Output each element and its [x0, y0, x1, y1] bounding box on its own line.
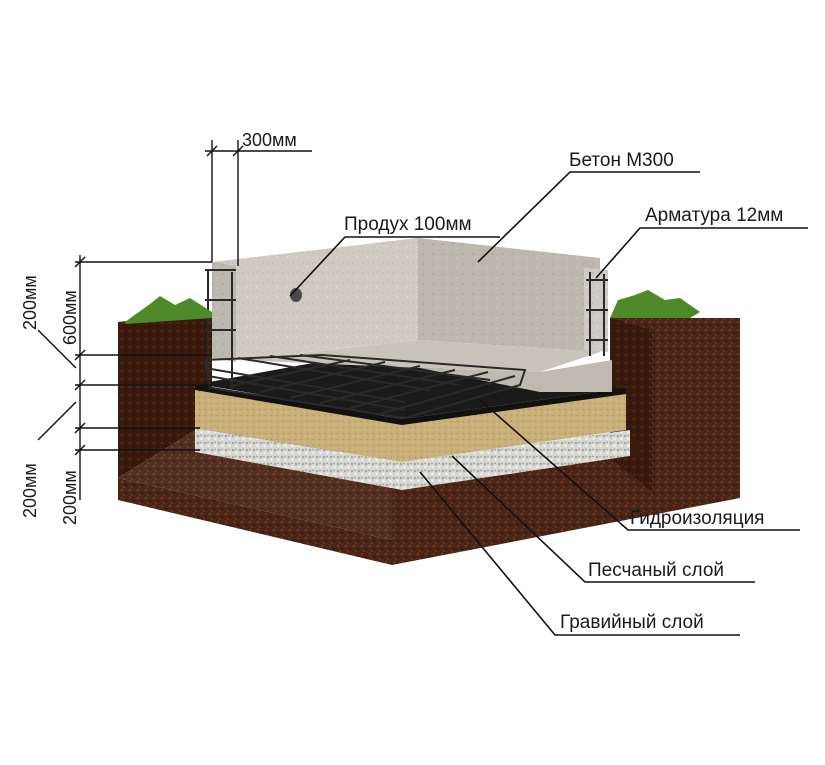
dim-wall-height: 600мм: [60, 290, 80, 345]
label-rebar: Арматура 12мм: [645, 205, 783, 226]
dim-layers-outer: 200мм: [20, 463, 40, 518]
soil-block: [118, 312, 740, 565]
label-concrete: Бетон М300: [569, 150, 674, 171]
grass: [125, 290, 700, 324]
label-sand-layer: Песчаный слой: [588, 560, 724, 581]
vent-hole: [290, 288, 302, 302]
dim-slab-outer: 200мм: [20, 275, 40, 330]
dim-wall-width: 300мм: [242, 130, 297, 150]
gravel-layer: [195, 428, 630, 490]
leader-lines: [289, 171, 808, 636]
concrete-walls: [212, 238, 612, 392]
sand-layer: [195, 388, 626, 462]
dim-layer-inner: 200мм: [60, 470, 80, 525]
label-waterproofing: Гидроизоляция: [630, 508, 764, 529]
label-vent: Продух 100мм: [344, 214, 472, 235]
rebar-grid: [203, 269, 608, 420]
dimension-lines: [37, 140, 312, 500]
label-gravel-layer: Гравийный слой: [560, 612, 704, 633]
